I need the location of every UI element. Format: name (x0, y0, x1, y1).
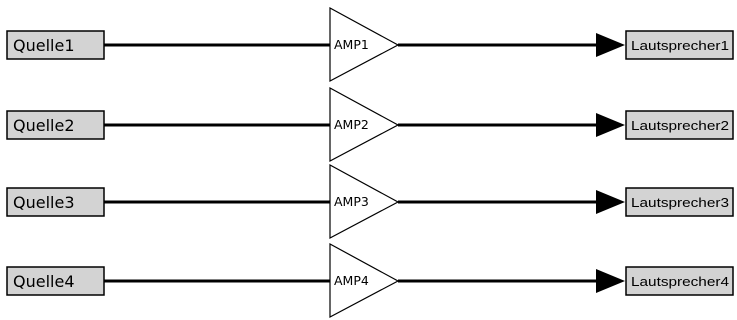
speaker-label: Lautsprecher4 (631, 274, 729, 289)
speaker-box (625, 266, 734, 296)
arrowhead (596, 33, 625, 57)
amplifier-label: AMP1 (334, 37, 369, 52)
arrowhead (596, 113, 625, 137)
arrowhead (596, 190, 625, 214)
channel-row: Quelle3 AMP3 Lautsprecher3 (6, 163, 734, 239)
source-label: Quelle3 (13, 193, 75, 212)
source-label: Quelle4 (13, 272, 75, 291)
amplifier-triangle (329, 6, 400, 82)
amplifier-triangle (329, 86, 400, 162)
amplifier-triangle (329, 163, 400, 239)
speaker-box (625, 110, 734, 140)
source-box (6, 187, 105, 217)
channel-row: Quelle1 AMP1 Lautsprecher1 (6, 6, 734, 82)
source-box (6, 30, 105, 60)
source-box (6, 266, 105, 296)
source-label: Quelle1 (13, 36, 75, 55)
source-box (6, 110, 105, 140)
amplifier-label: AMP4 (334, 273, 369, 288)
channel-row: Quelle4 AMP4 Lautsprecher4 (6, 242, 734, 318)
speaker-box (625, 187, 734, 217)
speaker-box (625, 30, 734, 60)
channel-row: Quelle2 AMP2 Lautsprecher2 (6, 86, 734, 162)
speaker-label: Lautsprecher2 (631, 118, 729, 133)
source-label: Quelle2 (13, 116, 75, 135)
speaker-label: Lautsprecher1 (631, 38, 729, 53)
speaker-label: Lautsprecher3 (631, 195, 729, 210)
amplifier-triangle (329, 242, 400, 318)
amplifier-label: AMP2 (334, 117, 369, 132)
arrowhead (596, 269, 625, 293)
amplifier-label: AMP3 (334, 194, 369, 209)
